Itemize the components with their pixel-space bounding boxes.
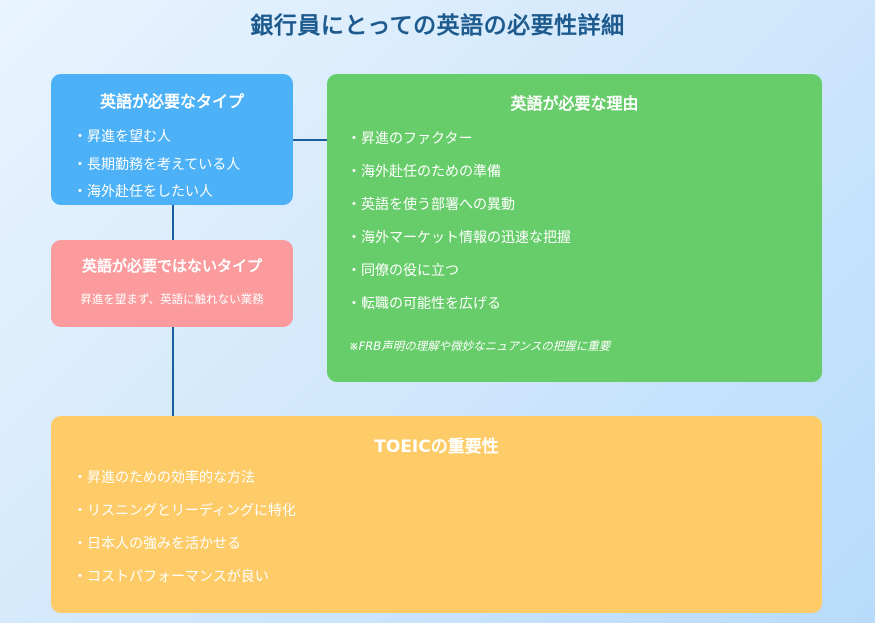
reason-item: 海外赴任のための準備 <box>347 156 571 189</box>
no-need-type-description: 昇進を望まず、英語に触れない業務 <box>80 292 264 306</box>
need-type-list: 昇進を望む人 長期勤務を考えている人 海外赴任をしたい人 <box>73 124 240 207</box>
toeic-item: リスニングとリーディングに特化 <box>73 495 296 528</box>
need-type-box: 英語が必要なタイプ 昇進を望む人 長期勤務を考えている人 海外赴任をしたい人 <box>51 74 293 205</box>
reasons-heading: 英語が必要な理由 <box>510 94 639 113</box>
toeic-item: 昇進のための効率的な方法 <box>73 462 296 495</box>
need-type-item: 昇進を望む人 <box>73 124 240 152</box>
reason-item: 英語を使う部署への異動 <box>347 189 571 222</box>
toeic-heading: TOEICの重要性 <box>374 437 499 457</box>
reason-item: 同僚の役に立つ <box>347 255 571 288</box>
toeic-item: コストパフォーマンスが良い <box>73 561 296 594</box>
reasons-note: ※FRB声明の理解や微妙なニュアンスの把握に重要 <box>349 339 611 353</box>
toeic-item: 日本人の強みを活かせる <box>73 528 296 561</box>
reason-item: 昇進のファクター <box>347 123 571 156</box>
need-type-item: 海外赴任をしたい人 <box>73 179 240 207</box>
need-type-item: 長期勤務を考えている人 <box>73 152 240 180</box>
reason-item: 転職の可能性を広げる <box>347 288 571 321</box>
reason-item: 海外マーケット情報の迅速な把握 <box>347 222 571 255</box>
reasons-box: 英語が必要な理由 昇進のファクター 海外赴任のための準備 英語を使う部署への異動… <box>327 74 822 382</box>
toeic-list: 昇進のための効率的な方法 リスニングとリーディングに特化 日本人の強みを活かせる… <box>73 462 296 594</box>
no-need-type-heading: 英語が必要ではないタイプ <box>81 257 262 275</box>
no-need-type-box: 英語が必要ではないタイプ 昇進を望まず、英語に触れない業務 <box>51 240 293 327</box>
need-type-heading: 英語が必要なタイプ <box>99 92 244 111</box>
reasons-list: 昇進のファクター 海外赴任のための準備 英語を使う部署への異動 海外マーケット情… <box>347 123 571 321</box>
page-title: 銀行員にとっての英語の必要性詳細 <box>250 13 625 39</box>
toeic-box: TOEICの重要性 昇進のための効率的な方法 リスニングとリーディングに特化 日… <box>51 416 822 613</box>
